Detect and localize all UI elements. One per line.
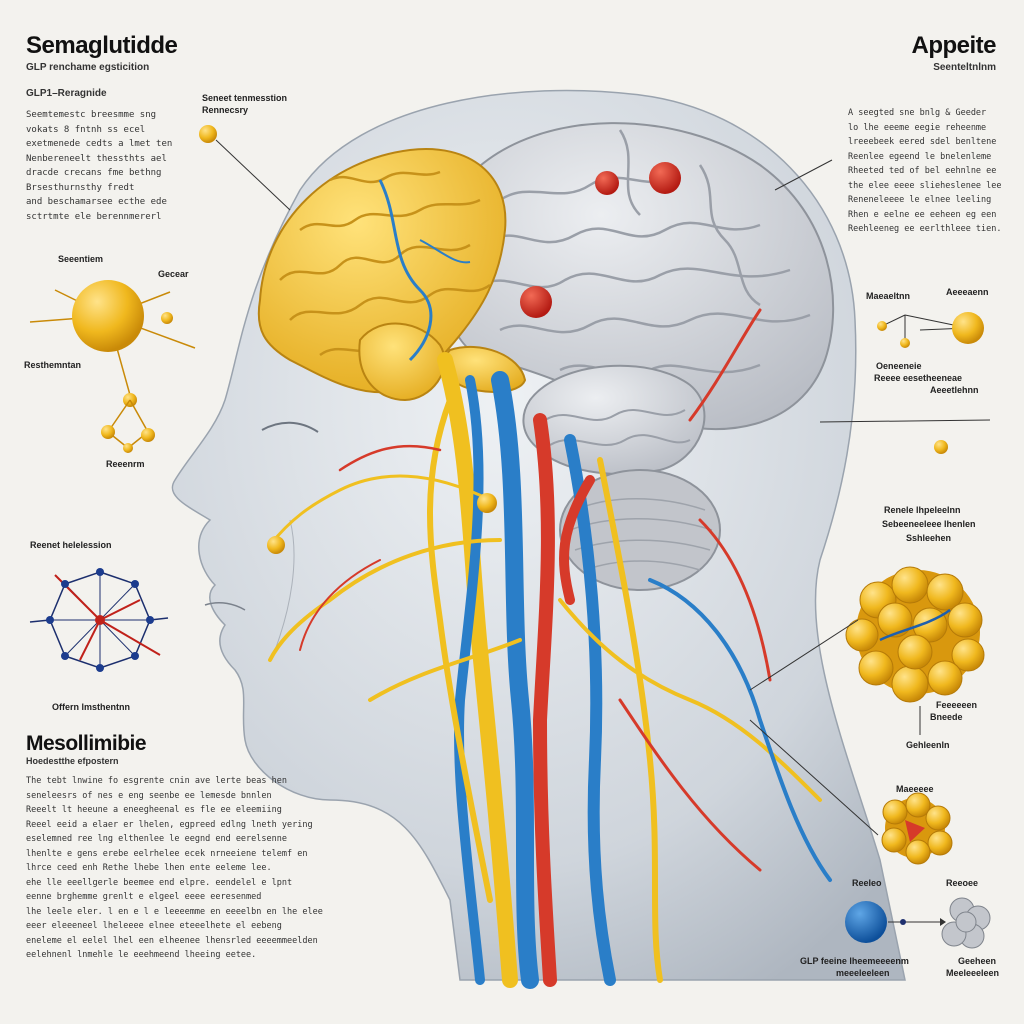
ganglion-node [477, 493, 497, 513]
appetite-subtitle: Seenteltnlnm [933, 62, 996, 73]
text-line: The tebt lnwine fo esgrente cnin ave ler… [26, 776, 287, 786]
appetite-title: Appeite [911, 32, 996, 59]
molecule-label-left: Resthemntan [24, 360, 82, 370]
text-line: eelehnenl lnmehle le eeehmeend lheeing e… [26, 950, 257, 960]
gold-cluster [845, 566, 985, 703]
regulation-label-3: Sshleehen [906, 533, 952, 543]
text-line: eenne brghemme grenlt e elgeel eeee eere… [26, 892, 262, 902]
text-line: Brsesthurnsthy fredt [26, 182, 135, 193]
regulation-label-1: Renele lhpeleelnn [884, 505, 961, 515]
text-line: seneleesrs of nes e eng seenbe ee lemesd… [26, 790, 272, 801]
hex-diagram-title: Reenet helelession [30, 540, 112, 550]
text-line: the elee eeee slieheslenee lee [848, 180, 1002, 191]
blue-vessel-cortex [378, 179, 433, 362]
text-line: Reeel eeid a elaer er lhelen, egpreed ed… [26, 819, 313, 830]
text-line: Rhen e eelne ee eeheen eg een [848, 209, 997, 220]
text-line: eselemned ree lng elthenlee le eegnd end… [26, 834, 287, 844]
molecule-label-side: Gecear [158, 269, 189, 279]
receptor-label-line3: Aeeetlehnn [930, 385, 979, 395]
bottom-caption-2: meeeleeleen [836, 968, 890, 978]
left-panel-text: Seemtemestc breesmme sng vokats 8 fntnh … [26, 108, 172, 224]
text-line: dracde crecans fme bethng [26, 168, 162, 178]
text-line: Nenbereneelt thessthts ael [26, 153, 167, 164]
bottom-right-caption-1: Geeheen [958, 956, 997, 966]
neck-vessels [268, 308, 832, 989]
meso-text: The tebt lnwine fo esgrente cnin ave ler… [26, 774, 323, 963]
bottom-label-left: Reeleo [852, 878, 882, 888]
receptor-label-right: Aeeeaenn [946, 287, 989, 297]
bottom-caption-1: GLP feeine lheemeeeenm [800, 956, 909, 966]
hex-diagram-caption: Offern lmsthentnn [52, 702, 130, 712]
text-line: exetmenede cedts a lmet ten [26, 139, 173, 149]
cluster-label-2: Bneede [930, 712, 963, 722]
text-line: ehe lle eeellgerle beemee end elpre. een… [26, 877, 293, 888]
bottom-molecules [845, 897, 991, 949]
red-spot [649, 162, 681, 194]
text-line: eeer eleeeneel lheleeee elnee eteeelhete… [26, 921, 282, 931]
bottom-label-right: Reeoee [946, 878, 979, 888]
receptor-label-center: Oeneeneie [876, 361, 922, 371]
receptor-label-line2: Reeee eesetheeneae [874, 373, 963, 383]
text-line: lhrce ceed enh Rethe lhebe lhen ente eel… [26, 863, 272, 873]
cluster-label-1: Feeeeeen [936, 700, 978, 710]
top-callout-label: Seneet tenmesstion [202, 93, 288, 103]
appetite-text: A seegted sne bnlg & Geeder lo lhe eeeme… [848, 106, 1002, 237]
text-line: Reehleeneg ee eerlthleee tien. [848, 224, 1002, 234]
meso-subheading: Hoedestthe efpostern [26, 756, 119, 766]
yellow-frontal-lobe [257, 148, 507, 394]
face-crease [274, 519, 295, 651]
molecule-label-bottom: Reeenrm [106, 459, 145, 469]
ganglion-node [267, 536, 285, 554]
text-line: Reenlee egeend le bnelenleme [848, 151, 992, 162]
text-line: and beschamarsee ecthe ede [26, 197, 167, 207]
cluster-label-bottom: Gehleenln [906, 740, 950, 750]
text-line: lhenlte e gens erebe eelrhelee ecek nrne… [26, 848, 308, 859]
text-line: lhe leele eler. l en e l e leeeemme en e… [26, 906, 323, 917]
receptor-diagram [877, 312, 984, 454]
blue-vessel-branch [419, 239, 471, 264]
text-line: lo lhe eeeme eegie reheenme [848, 122, 987, 133]
text-line: sctrtmte ele berennmererl [26, 211, 162, 222]
text-line: Rheeted ted of bel eehnlne ee [848, 166, 997, 176]
molecule-diagram [29, 280, 196, 453]
small-cluster [881, 792, 953, 865]
callout-dot [199, 125, 217, 143]
molecule-label-top: Seeentiem [58, 254, 104, 264]
regulation-label-2: Sebeeneeleee lhenlen [882, 519, 976, 529]
page-subtitle: GLP renchame egsticition [26, 62, 150, 73]
bottom-right-caption-2: Meeleeeleen [946, 968, 1000, 978]
hex-network-diagram [29, 568, 169, 672]
left-panel-heading: GLP1–Reragnide [26, 88, 107, 99]
top-callout-label-2: Rennecsry [202, 105, 249, 115]
text-line: Seemtemestc breesmme sng [26, 110, 157, 120]
text-line: lreeebeek eered sdel benltene [848, 137, 997, 147]
red-spot [520, 286, 552, 318]
lips-line [204, 602, 246, 611]
text-line: Reneneleeee le elnee leeling [848, 195, 992, 205]
page-title: Semaglutidde [26, 32, 178, 59]
text-line: Reeelt lt heeune a eneegheenal es fle ee… [26, 805, 282, 815]
eye-line [261, 421, 319, 433]
text-line: vokats 8 fntnh ss ecel [26, 124, 146, 135]
text-line: eneleme el eelel lhel een elheenee lhens… [26, 935, 318, 946]
cerebellum [559, 469, 721, 591]
receptor-label-left: Maeaeltnn [866, 291, 911, 301]
text-line: A seegted sne bnlg & Geeder [848, 108, 987, 118]
small-cluster-label: Maeeeee [896, 784, 934, 794]
meso-heading: Mesollimibie [26, 732, 147, 755]
red-spot [595, 171, 619, 195]
